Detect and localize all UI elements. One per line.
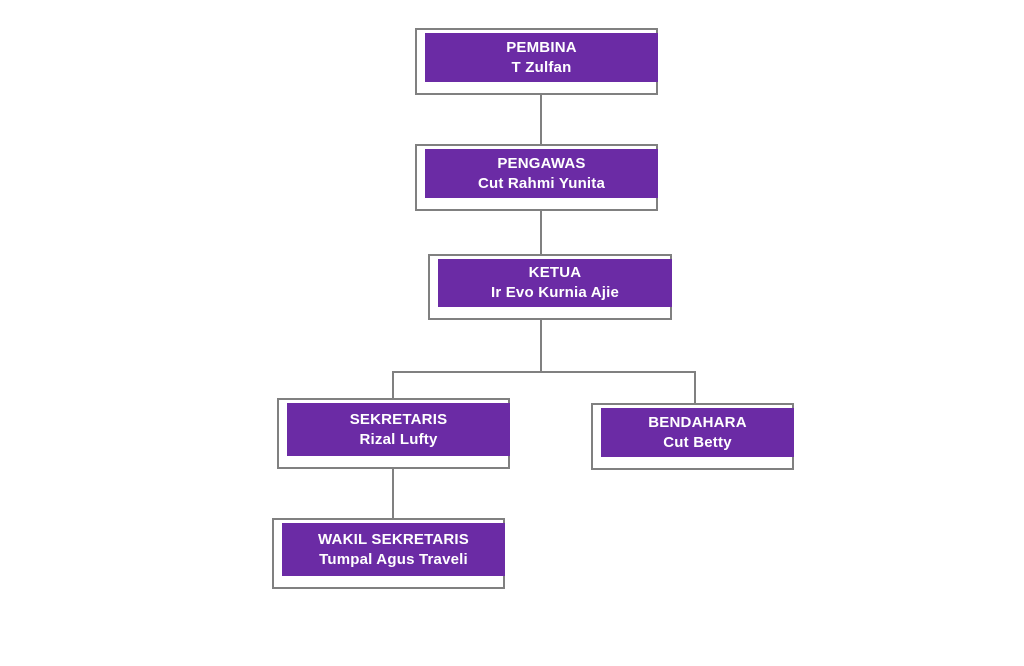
node-pembina-person: T Zulfan	[511, 58, 572, 76]
node-pembina[interactable]: PEMBINA T Zulfan	[415, 28, 658, 95]
node-sekretaris-title: SEKRETARIS	[349, 410, 448, 428]
connector-pengawas-to-ketua	[540, 211, 542, 254]
node-pembina-title: PEMBINA	[506, 38, 577, 56]
node-ketua-person: Ir Evo Kurnia Ajie	[490, 284, 620, 301]
connector-bus-to-bendahara	[694, 371, 696, 404]
connector-pembina-to-pengawas	[540, 95, 542, 144]
node-ketua[interactable]: KETUA Ir Evo Kurnia Ajie	[428, 254, 672, 320]
node-ketua-plate: KETUA Ir Evo Kurnia Ajie	[438, 259, 672, 307]
node-sekretaris-plate: SEKRETARIS Rizal Lufty	[287, 403, 510, 456]
node-pengawas-plate: PENGAWAS Cut Rahmi Yunita	[425, 149, 658, 198]
node-bendahara[interactable]: BENDAHARA Cut Betty	[591, 403, 794, 470]
connector-ketua-bus	[392, 371, 696, 373]
node-bendahara-title: BENDAHARA	[648, 413, 747, 431]
node-wakil-sekretaris-plate: WAKIL SEKRETARIS Tumpal Agus Traveli	[282, 523, 505, 576]
node-sekretaris-person: Rizal Lufty	[359, 430, 438, 448]
node-wakil-sekretaris-title: WAKIL SEKRETARIS	[318, 530, 469, 548]
node-bendahara-plate: BENDAHARA Cut Betty	[601, 408, 794, 457]
node-wakil-sekretaris[interactable]: WAKIL SEKRETARIS Tumpal Agus Traveli	[272, 518, 505, 589]
node-wakil-sekretaris-person: Tumpal Agus Traveli	[319, 550, 468, 568]
connector-bus-to-sekretaris	[392, 371, 394, 399]
connector-sekretaris-to-wakil-sekretaris	[392, 469, 394, 519]
node-bendahara-person: Cut Betty	[663, 433, 732, 451]
node-pembina-plate: PEMBINA T Zulfan	[425, 33, 658, 82]
node-pengawas-person: Cut Rahmi Yunita	[477, 174, 606, 192]
connector-ketua-drop	[540, 320, 542, 372]
node-pengawas-title: PENGAWAS	[497, 154, 586, 172]
node-ketua-title: KETUA	[528, 264, 582, 282]
node-sekretaris[interactable]: SEKRETARIS Rizal Lufty	[277, 398, 510, 469]
node-pengawas[interactable]: PENGAWAS Cut Rahmi Yunita	[415, 144, 658, 211]
